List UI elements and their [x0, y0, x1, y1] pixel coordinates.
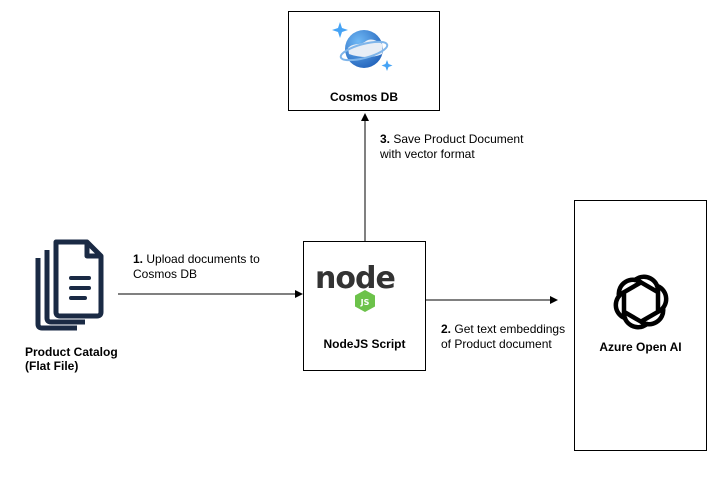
cosmos-db-icon — [332, 22, 393, 71]
step-1-line2: Cosmos DB — [133, 267, 198, 281]
step-1-line1: Upload documents to — [146, 252, 260, 266]
nodejs-script-box: node JS NodeJS Script — [303, 241, 426, 371]
step-2-label: 2. Get text embeddings of Product docume… — [441, 322, 565, 352]
cosmos-db-label: Cosmos DB — [329, 90, 398, 104]
step-2-line2: of Product document — [441, 337, 552, 351]
nodejs-logo-text: node — [315, 261, 395, 296]
product-catalog-label-line2: (Flat File) — [25, 359, 79, 373]
step-1-label: 1. Upload documents to Cosmos DB — [133, 252, 260, 282]
step-2-line1: Get text embeddings — [454, 322, 566, 336]
step-2-number: 2. — [441, 322, 452, 336]
step-3-line1: Save Product Document — [393, 132, 524, 146]
nodejs-script-label: NodeJS Script — [323, 337, 406, 351]
product-catalog-label-line1: Product Catalog — [25, 345, 118, 359]
step-3-number: 3. — [380, 132, 391, 146]
documents-icon — [35, 239, 104, 331]
nodejs-js-badge: JS — [360, 298, 370, 307]
nodejs-hexagon-icon — [355, 290, 375, 312]
product-catalog-label: Product Catalog (Flat File) — [25, 345, 118, 373]
step-1-number: 1. — [133, 252, 144, 266]
azure-openai-label: Azure Open AI — [599, 340, 682, 354]
nodejs-logo-icon: node JS — [315, 261, 396, 312]
step-3-label: 3. Save Product Document with vector for… — [380, 132, 523, 162]
openai-logo-icon — [613, 274, 669, 330]
step-3-line2: with vector format — [380, 147, 475, 161]
cosmos-db-box: Cosmos DB — [288, 11, 440, 111]
azure-openai-box: Azure Open AI — [574, 200, 707, 451]
